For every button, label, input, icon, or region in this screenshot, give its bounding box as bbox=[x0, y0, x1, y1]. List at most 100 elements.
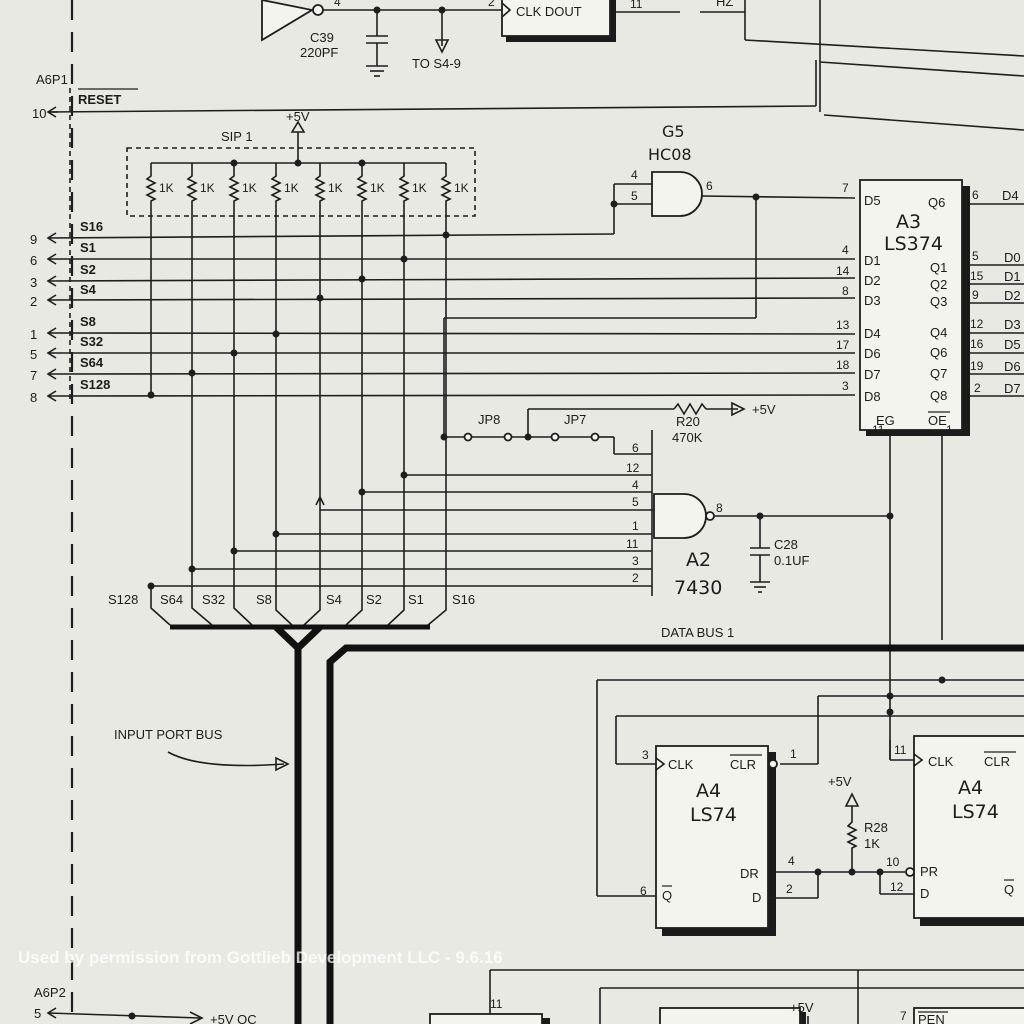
svg-text:9: 9 bbox=[972, 288, 979, 302]
svg-text:1: 1 bbox=[790, 747, 797, 761]
svg-text:6: 6 bbox=[972, 188, 979, 202]
svg-text:1K: 1K bbox=[370, 181, 385, 195]
svg-text:1K: 1K bbox=[200, 181, 215, 195]
a6p2-label: A6P2 bbox=[34, 985, 66, 1000]
a4-left-flipflop: 3 CLK CLR 1 A4 LS74 DR D Q 6 4 2 bbox=[596, 676, 1024, 936]
c39-label: C39 bbox=[310, 30, 334, 45]
a3-ls374-latch: A3 LS374 7 D5 4 D1 14 D2 8 D3 13 D4 17 D… bbox=[836, 179, 1024, 760]
a2-type: 7430 bbox=[674, 577, 722, 599]
svg-text:17: 17 bbox=[836, 338, 850, 352]
a4-right-ref: A4 bbox=[958, 777, 983, 799]
a3-oe: OE bbox=[928, 413, 947, 428]
a3-type: LS374 bbox=[884, 233, 943, 255]
a2-out-pin: 8 bbox=[716, 501, 723, 515]
label-s64: S64 bbox=[80, 355, 104, 370]
a3-ref: A3 bbox=[896, 211, 921, 233]
svg-text:7: 7 bbox=[842, 181, 849, 195]
a4-right-clk: CLK bbox=[928, 754, 954, 769]
svg-text:D0: D0 bbox=[1004, 250, 1021, 265]
clk-dout-chip bbox=[501, 0, 611, 37]
bottom-section: 11 +5V 7 PEN A6P2 5 +5V OC bbox=[34, 969, 1024, 1024]
svg-text:S16: S16 bbox=[452, 592, 475, 607]
a3-out-q8: Q8 bbox=[930, 388, 947, 403]
sip1-resistor-7: 1K bbox=[398, 163, 427, 590]
sip1-resistor-network: SIP 1 +5V 1K 1K 1K 1K 1K 1K bbox=[126, 109, 476, 590]
svg-text:18: 18 bbox=[836, 358, 850, 372]
r20-value: 470K bbox=[672, 430, 703, 445]
a3-in-d2: D2 bbox=[864, 273, 881, 288]
pin-s16: 9 bbox=[30, 232, 37, 247]
svg-text:S128: S128 bbox=[108, 592, 138, 607]
svg-text:1K: 1K bbox=[242, 181, 257, 195]
pin-s8: 1 bbox=[30, 327, 37, 342]
svg-text:1: 1 bbox=[632, 519, 639, 533]
jumper-section: JP8 JP7 +5V R20 470K bbox=[444, 401, 776, 455]
bottom-pen: PEN bbox=[918, 1012, 945, 1024]
svg-text:S1: S1 bbox=[408, 592, 424, 607]
g5-pin5: 5 bbox=[631, 189, 638, 203]
a2-gate-body bbox=[653, 493, 707, 539]
a4-right-type: LS74 bbox=[952, 801, 999, 823]
svg-text:6: 6 bbox=[632, 441, 639, 455]
g5-ref: G5 bbox=[662, 122, 685, 141]
a3-out-q6b: Q6 bbox=[930, 345, 947, 360]
data-bus-label: DATA BUS 1 bbox=[661, 625, 734, 640]
top-pin-4: 4 bbox=[334, 0, 341, 9]
to-s4-9-label: TO S4-9 bbox=[412, 56, 461, 71]
jp8-label: JP8 bbox=[478, 412, 500, 427]
label-s2: S2 bbox=[80, 262, 96, 277]
svg-text:12: 12 bbox=[890, 880, 904, 894]
sip1-resistor-5: 1K bbox=[314, 163, 343, 590]
svg-text:4: 4 bbox=[632, 478, 639, 492]
svg-text:D3: D3 bbox=[1004, 317, 1021, 332]
svg-text:6: 6 bbox=[640, 884, 647, 898]
a3-out-q3: Q3 bbox=[930, 294, 947, 309]
svg-text:D1: D1 bbox=[1004, 269, 1021, 284]
svg-text:13: 13 bbox=[836, 318, 850, 332]
label-s1: S1 bbox=[80, 240, 96, 255]
a3-in-d7: D7 bbox=[864, 367, 881, 382]
input-port-bus-label: INPUT PORT BUS bbox=[114, 727, 223, 742]
a4-left-d: D bbox=[752, 890, 761, 905]
a3-out-q7: Q7 bbox=[930, 366, 947, 381]
a4-left-dr: DR bbox=[740, 866, 759, 881]
svg-text:14: 14 bbox=[836, 264, 850, 278]
svg-text:5: 5 bbox=[972, 249, 979, 263]
svg-text:D7: D7 bbox=[1004, 381, 1021, 396]
label-s16: S16 bbox=[80, 219, 103, 234]
sip1-vcc: +5V bbox=[286, 109, 310, 124]
bottom-pin-11: 11 bbox=[490, 997, 503, 1011]
svg-text:15: 15 bbox=[970, 269, 984, 283]
top-clock-section: 4 TO S4-9 C39 220PF 2 CLK DOUT 11 HZ bbox=[261, 0, 1024, 131]
c28-value: 0.1UF bbox=[774, 553, 809, 568]
hz-label: HZ bbox=[716, 0, 733, 9]
g5-pin4: 4 bbox=[631, 168, 638, 182]
a3-eg: EG bbox=[876, 413, 895, 428]
sip1-resistor-1: 1K bbox=[145, 163, 174, 396]
svg-text:D5: D5 bbox=[1004, 337, 1021, 352]
bus-section: S128 S64 S32 S8 S4 S2 S1 S16 DATA BUS 1 … bbox=[108, 550, 1024, 1024]
a4-left-q: Q bbox=[662, 888, 672, 903]
svg-text:12: 12 bbox=[970, 317, 984, 331]
inverter-bubble bbox=[312, 4, 324, 16]
a3-out-q1: Q1 bbox=[930, 260, 947, 275]
svg-text:1K: 1K bbox=[328, 181, 343, 195]
jp7-label: JP7 bbox=[564, 412, 586, 427]
a4-left-ref: A4 bbox=[696, 780, 721, 802]
a4-right-clr: CLR bbox=[984, 754, 1010, 769]
svg-text:2: 2 bbox=[974, 381, 981, 395]
label-s32: S32 bbox=[80, 334, 103, 349]
r28-resistor: +5V R28 1K bbox=[828, 774, 888, 872]
svg-text:1K: 1K bbox=[454, 181, 469, 195]
sip1-package bbox=[126, 147, 476, 217]
permission-watermark: Used by permission from Gottlieb Develop… bbox=[18, 948, 503, 967]
svg-text:4: 4 bbox=[842, 243, 849, 257]
svg-text:19: 19 bbox=[970, 359, 984, 373]
reset-pin: 10 bbox=[32, 106, 46, 121]
sip1-resistor-4: 1K bbox=[270, 163, 299, 590]
r28-value: 1K bbox=[864, 836, 880, 851]
a3-in-d3: D3 bbox=[864, 293, 881, 308]
svg-text:3: 3 bbox=[642, 748, 649, 762]
bottom-vcc: +5V bbox=[790, 1000, 814, 1015]
svg-text:11: 11 bbox=[894, 743, 907, 757]
